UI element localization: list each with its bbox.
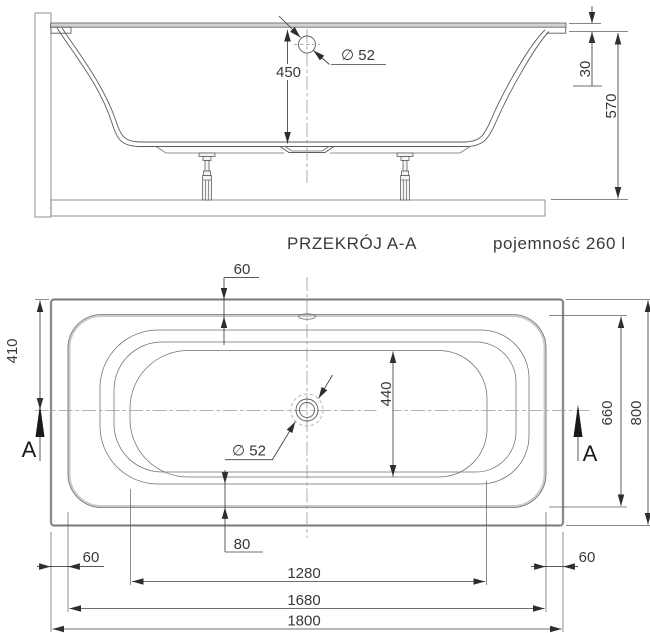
dim-rim-offset-left-label: 60 bbox=[83, 549, 100, 566]
support-frame-right bbox=[330, 146, 471, 154]
support-frame-left bbox=[155, 146, 284, 154]
overflow-hole bbox=[298, 313, 316, 320]
dim-bottom-length-1280: 1280 bbox=[132, 565, 485, 585]
tub-shell-outer bbox=[56, 27, 550, 147]
dim-overall-length-1800: 1800 bbox=[52, 613, 562, 633]
capacity-label: pojemność 260 l bbox=[493, 234, 626, 253]
dim-rim-label: 30 bbox=[577, 61, 594, 78]
wall-bracket bbox=[50, 26, 72, 34]
dim-drain-section: ∅ 52 bbox=[278, 15, 386, 65]
dim-overall-length-label: 1800 bbox=[287, 613, 320, 630]
dim-rim-gap-80: 80 bbox=[221, 470, 263, 553]
dim-depth-450: 450 bbox=[271, 30, 306, 144]
dim-rim-offset-right-label: 60 bbox=[579, 549, 596, 566]
dim-drain-plan-label: ∅ 52 bbox=[232, 443, 266, 460]
rim-right-lip bbox=[546, 27, 567, 34]
plan-bottom bbox=[129, 350, 488, 478]
tub-shell-inner bbox=[61, 27, 546, 143]
dim-center-offset-410: 410 bbox=[4, 299, 49, 410]
tub-rim-top bbox=[50, 22, 567, 28]
dim-center-offset-label: 410 bbox=[4, 338, 21, 363]
plan-slope-line bbox=[113, 341, 517, 473]
dim-rim-30: 30 bbox=[569, 6, 628, 87]
dim-height-label: 570 bbox=[603, 93, 620, 118]
dim-rim-offset-left: 60 bbox=[37, 549, 104, 570]
dim-rim-length-label: 1680 bbox=[287, 592, 320, 609]
dim-drain-section-label: ∅ 52 bbox=[341, 47, 375, 64]
section-letter-left: A bbox=[22, 437, 37, 462]
dim-rim-gap-label: 80 bbox=[234, 536, 251, 553]
dim-depth-label: 450 bbox=[276, 64, 301, 81]
dim-rim-offset-top-label: 60 bbox=[234, 261, 251, 278]
dim-rim-offset-top: 60 bbox=[220, 261, 259, 345]
foot-right bbox=[396, 152, 414, 201]
dim-height-570: 570 bbox=[603, 33, 622, 199]
floor-hatch bbox=[50, 199, 546, 217]
foot-left bbox=[198, 152, 216, 201]
dim-bottom-width-440: 440 bbox=[376, 351, 397, 477]
section-view: ∅ 52 450 30 570 PRZEKRÓJ A-A pojemność 2… bbox=[34, 6, 628, 253]
plan-opening bbox=[99, 329, 530, 485]
dim-rim-length-1680: 1680 bbox=[69, 592, 545, 612]
dim-bottom-width-label: 440 bbox=[378, 381, 395, 406]
section-arrow-right: A bbox=[573, 404, 598, 466]
section-arrow-left: A bbox=[22, 404, 45, 462]
dim-rim-offset-right: 60 bbox=[531, 549, 596, 570]
wall-hatch bbox=[34, 12, 52, 218]
dim-drain-plan: ∅ 52 bbox=[225, 374, 333, 461]
dim-overall-width-label: 800 bbox=[628, 400, 645, 425]
plan-view: 60 410 A A 440 ∅ 52 bbox=[4, 261, 650, 633]
dim-bottom-length-label: 1280 bbox=[287, 565, 320, 582]
section-title: PRZEKRÓJ A-A bbox=[287, 234, 417, 253]
dim-rim-width-label: 660 bbox=[599, 400, 616, 425]
section-letter-right: A bbox=[583, 441, 598, 466]
bottom-extension-lines bbox=[50, 481, 564, 632]
dim-rim-width-660: 660 bbox=[549, 315, 627, 508]
drain-plan bbox=[290, 393, 324, 427]
dim-overall-width-800: 800 bbox=[566, 299, 650, 526]
